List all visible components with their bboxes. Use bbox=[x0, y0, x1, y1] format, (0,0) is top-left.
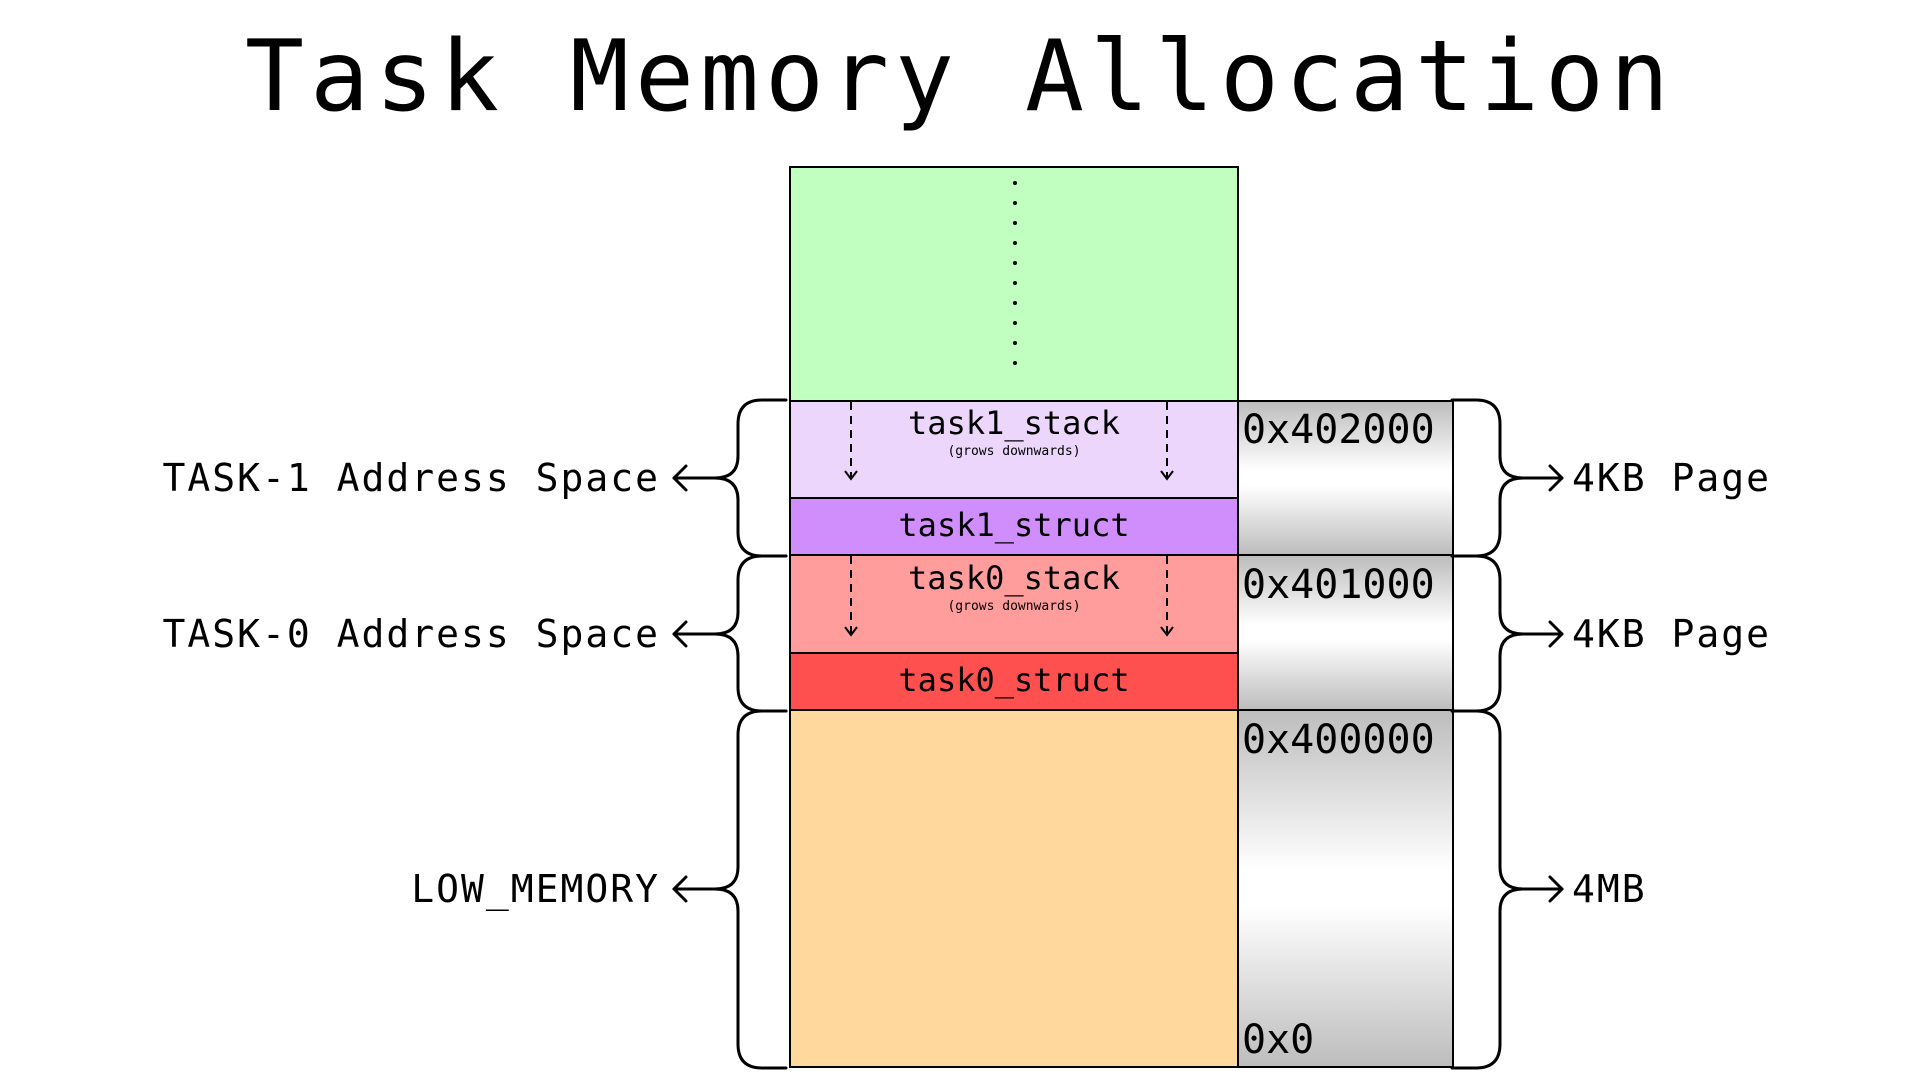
task1-stack-note: (grows downwards) bbox=[947, 444, 1081, 459]
task0-left-arrow bbox=[672, 620, 717, 648]
task0-page-size-label: 4KB Page bbox=[1572, 612, 1772, 656]
address-column-low bbox=[1239, 709, 1454, 1068]
address-0x400000: 0x400000 bbox=[1242, 717, 1435, 763]
task0-stack-label: task0_stack bbox=[908, 559, 1120, 597]
task1-right-brace bbox=[1450, 398, 1525, 558]
task1-left-brace bbox=[713, 398, 788, 558]
task0-stack-growth-arrows bbox=[844, 556, 1174, 637]
low-memory-right-arrow bbox=[1521, 875, 1564, 903]
task1-address-space-label: TASK-1 Address Space bbox=[162, 456, 660, 500]
task1-stack-growth-arrows bbox=[844, 402, 1174, 481]
low-memory-size-label: 4MB bbox=[1572, 867, 1647, 911]
task0-left-brace bbox=[713, 554, 788, 713]
address-0x0: 0x0 bbox=[1242, 1017, 1315, 1063]
task0-right-arrow bbox=[1521, 620, 1564, 648]
address-column-task0 bbox=[1239, 554, 1454, 711]
low-memory-label: LOW_MEMORY bbox=[411, 867, 660, 911]
low-memory-right-brace bbox=[1450, 709, 1525, 1070]
diagram-title: Task Memory Allocation bbox=[244, 20, 1676, 134]
task0-address-space-label: TASK-0 Address Space bbox=[162, 612, 660, 656]
task1-right-arrow bbox=[1521, 464, 1564, 492]
address-column-task1 bbox=[1239, 400, 1454, 556]
task1-page-size-label: 4KB Page bbox=[1572, 456, 1772, 500]
task0-stack-note: (grows downwards) bbox=[947, 599, 1081, 614]
task0-stack-block bbox=[789, 554, 1239, 654]
address-0x401000: 0x401000 bbox=[1242, 562, 1435, 608]
low-memory-left-arrow bbox=[672, 875, 717, 903]
address-0x402000: 0x402000 bbox=[1242, 407, 1435, 453]
task1-stack-label: task1_stack bbox=[908, 404, 1120, 442]
low-memory-left-brace bbox=[713, 709, 788, 1070]
low-memory-block bbox=[789, 709, 1239, 1068]
task1-struct-label: task1_struct bbox=[898, 506, 1130, 544]
task0-right-brace bbox=[1450, 554, 1525, 713]
task1-left-arrow bbox=[672, 464, 717, 492]
task0-struct-label: task0_struct bbox=[898, 661, 1130, 699]
task1-struct-block bbox=[789, 497, 1239, 556]
